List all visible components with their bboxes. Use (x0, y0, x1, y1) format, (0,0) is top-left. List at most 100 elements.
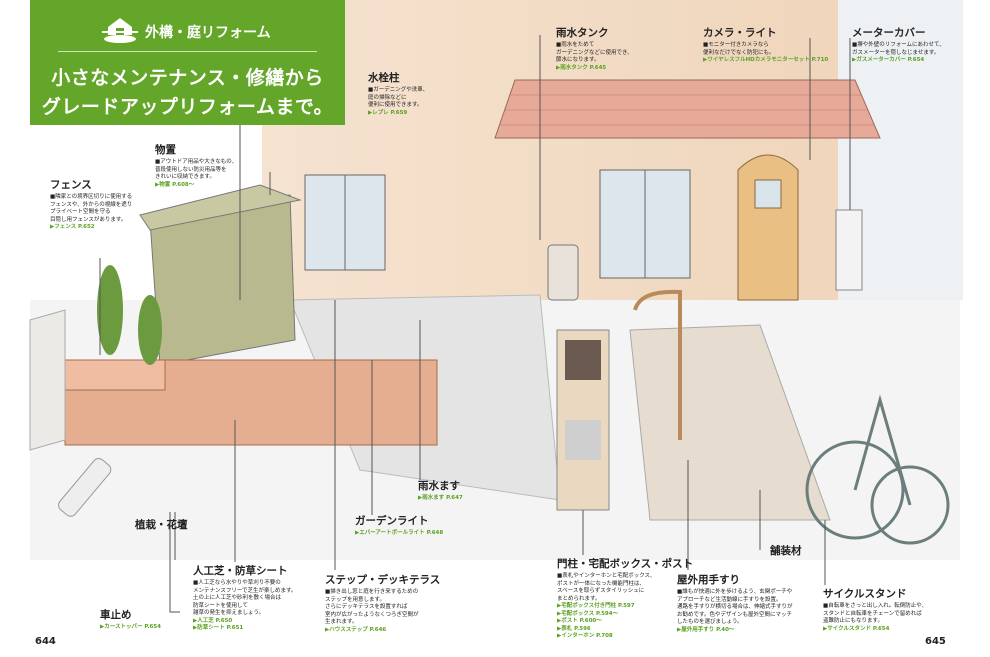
callout-text: 目隠し用フェンスがあります。 (50, 216, 127, 223)
catalog-page-link[interactable]: ▶ハウスステップ P.646 (325, 626, 387, 633)
catalog-page-link[interactable]: ▶表札 P.596 (557, 625, 591, 632)
callout-text: ■モニター付きカメラなら (703, 42, 769, 48)
car-stop (58, 458, 112, 517)
callout-planting: 植栽・花壇 (135, 520, 188, 534)
callout-camera: カメラ・ライト ■モニター付きカメラなら便利なだけでなく防犯にも。▶ワイヤレスフル… (703, 28, 828, 65)
callout-text: ポストが一体になった機能門柱は、 (557, 580, 646, 587)
callout-title: 舗装材 (770, 545, 802, 557)
callout-text: 室内が広がったようなくつろぎ空間が (325, 611, 419, 618)
callout-text: ■ガーデニングや洗車、 (368, 87, 429, 93)
callout-text: ■誰もが快適に外を歩けるよう、玄関ポーチや (677, 589, 793, 595)
handrail (633, 289, 682, 440)
callout-rain-tank: 雨水タンク ■雨水をためてガーデニングなどに使用でき、節水になります。▶雨水タンク… (556, 28, 633, 72)
callout-title: 門柱・宅配ボックス・ポスト (557, 558, 694, 570)
catalog-page-link[interactable]: ▶雨水ます P.647 (418, 495, 463, 501)
callout-text: ■隣家との境界区切りに使用する (50, 194, 133, 200)
callout-text: 普段使用しない防災用品等を (155, 166, 227, 173)
callout-text: 盗難防止にもなります。 (823, 618, 883, 624)
callout-title: 人工芝・防草シート (193, 565, 288, 577)
callout-title: 水栓柱 (368, 72, 400, 84)
catalog-page-link[interactable]: ▶防草シート P.651 (193, 625, 244, 631)
callout-title: ガーデンライト (355, 515, 429, 527)
callout-text: 雑草の発生を抑えましょう。 (193, 610, 265, 616)
callout-handrail: 屋外用手すり■誰もが快適に外を歩けるよう、玄関ポーチやアプローチなど生活動線に手… (677, 575, 793, 634)
callout-title: 物置 (155, 144, 176, 156)
catalog-page-link[interactable]: ▶雨水タンク P.645 (556, 64, 607, 71)
callout-text: 通路を手すりが横切る場合は、伸縮式手すりが (677, 604, 793, 610)
callout-text: お勧めです。色やデザインも屋外空間にマッチ (677, 611, 792, 618)
callout-garden-light: ガーデンライト ▶エバーアートポールライト P.648 (355, 516, 443, 538)
callout-text: 節水になります。 (556, 57, 600, 63)
callout-title: フェンス (50, 179, 92, 191)
bicycle (805, 394, 950, 545)
catalog-page-link[interactable]: ▶屋外用手すり P.40〜 (677, 626, 735, 633)
callout-text: ステップを用意します。 (325, 596, 385, 603)
callout-gate: 門柱・宅配ボックス・ポスト ■表札やインターホンと宅配ボックス、ポストが一体になっ… (557, 559, 693, 641)
callout-title: カメラ・ライト (703, 27, 777, 39)
callout-text: ■人工芝なら水やりや草刈り不要の (193, 580, 281, 586)
callout-text: スペースを取らずスタイリッシュに (557, 588, 645, 594)
meter-cover (835, 209, 863, 291)
catalog-page-link[interactable]: ▶サイクルスタンド P.654 (823, 625, 890, 632)
catalog-page-link[interactable]: ▶物置 P.608〜 (155, 181, 195, 188)
callout-text: きれいに収納できます。 (155, 174, 215, 180)
page-number-right: 645 (925, 636, 946, 647)
callout-shed: 物置 ■アウトドア用品や大きなもの、普段使用しない防災用品等をきれいに収納できます… (155, 145, 237, 189)
shrub (97, 265, 123, 355)
page-title: 小さなメンテナンス・修繕から (51, 67, 324, 89)
roof-tiles (494, 79, 881, 139)
callout-text: さらにデッキテラスを設置すれば (325, 604, 408, 610)
callout-text: 便利なだけでなく防犯にも。 (703, 49, 775, 56)
catalog-page-link[interactable]: ▶ワイヤレスフルHDカメラモニターセット P.710 (703, 57, 829, 63)
catalog-page-link[interactable]: ▶カーストッパー P.654 (100, 624, 161, 630)
catalog-page-link[interactable]: ▶宅配ボックス P.594〜 (557, 610, 619, 617)
callout-title: メーターカバー (852, 27, 926, 39)
callout-text: ■雨水をためて (556, 42, 595, 48)
callout-title: 雨水タンク (556, 27, 609, 39)
catalog-page-link[interactable]: ▶インターホン P.708 (557, 633, 613, 639)
callout-drain: 雨水ます ▶雨水ます P.647 (418, 481, 463, 503)
callout-text: 防草シートを使用して (193, 602, 248, 609)
callout-text: メンテナンスフリーで芝生が楽しめます。 (193, 587, 297, 594)
callout-title: 車止め (100, 609, 132, 621)
catalog-page-link[interactable]: ▶フェンス P.652 (50, 224, 95, 230)
callout-text: ■表札やインターホンと宅配ボックス、 (557, 573, 656, 579)
page-subtitle: グレードアップリフォームまで。 (41, 96, 334, 118)
catalog-page-link[interactable]: ▶人工芝 P.650 (193, 617, 233, 624)
callout-text: 便利に使用できます。 (368, 102, 423, 108)
callout-text: ■アウトドア用品や大きなもの、 (155, 159, 238, 165)
catalog-page-link[interactable]: ▶エバーアートポールライト P.648 (355, 530, 444, 536)
divider (58, 51, 317, 52)
callout-text: プライベート空間を守る (50, 209, 111, 215)
callout-fence: フェンス ■隣家との境界区切りに使用するフェンスや、外からの視線を遮りプライベート… (50, 180, 132, 232)
callout-text: ガーデニングなどに使用でき、 (556, 49, 633, 56)
callout-title: サイクルスタンド (823, 588, 907, 600)
callout-text: フェンスや、外からの視線を遮り (50, 201, 133, 208)
callout-text: 庭の掃除などに (368, 94, 407, 101)
callout-bike: サイクルスタンド ■自転車をさっと出し入れ。転倒防止や、スタンドと自転車をチェーン… (823, 589, 927, 633)
callout-turf: 人工芝・防草シート ■人工芝なら水やりや草刈り不要のメンテナンスフリーで芝生が楽し… (193, 566, 297, 633)
callout-text: ■自転車をさっと出し入れ。転倒防止や、 (823, 603, 928, 609)
catalog-page-link[interactable]: ▶ポスト P.600〜 (557, 618, 602, 624)
callout-text: 生まれます。 (325, 619, 358, 625)
callout-paving: 舗装材 (770, 546, 802, 560)
callout-text: まとめられます。 (557, 595, 601, 602)
callout-text: ガスメーターを隠しなじませます。 (852, 49, 940, 56)
callout-text: スタンドと自転車をチェーンで留めれば (823, 610, 922, 617)
callout-step: ステップ・デッキテラス■掃き出し窓と庭を行き来するためのステップを用意します。さ… (325, 575, 440, 634)
callout-title: 植栽・花壇 (135, 519, 188, 531)
catalog-page-link[interactable]: ▶ガスメーターカバー P.654 (852, 57, 925, 63)
section-header: 外構・庭リフォーム 小さなメンテナンス・修繕から グレードアップリフォームまで。 (30, 0, 345, 125)
category-label: 外構・庭リフォーム (145, 25, 271, 41)
callout-text: ■掃き出し窓と庭を行き来するための (325, 589, 419, 595)
callout-text: アプローチなど生活動線に手すりを設置。 (677, 596, 782, 603)
callout-text: ■塀や外壁のリフォームにあわせて、 (852, 42, 945, 48)
callout-faucet: 水栓柱 ■ガーデニングや洗車、庭の掃除などに便利に使用できます。▶レプレ P.65… (368, 73, 428, 117)
catalog-page-link[interactable]: ▶レプレ P.659 (368, 109, 408, 116)
rain-tank (547, 244, 579, 301)
arch-door (737, 154, 799, 301)
callout-text: したものを選びましょう。 (677, 619, 743, 625)
catalog-page-link[interactable]: ▶宅配ボックス付き門柱 P.597 (557, 603, 635, 609)
callout-title: 雨水ます (418, 480, 460, 492)
